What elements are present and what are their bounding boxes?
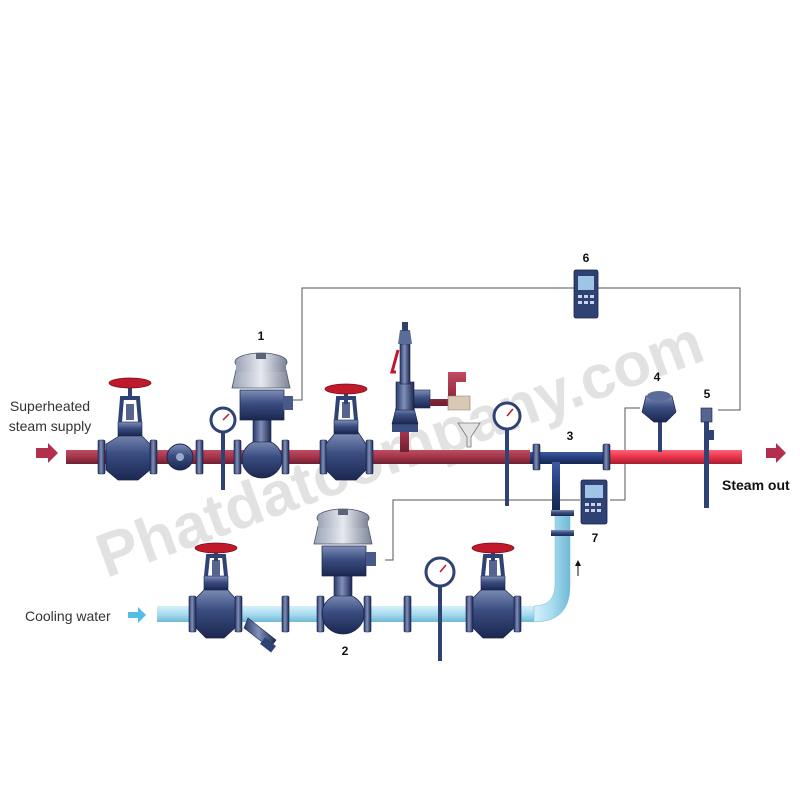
wire-controller-to-valve-2 [385, 499, 580, 561]
controller-7 [580, 479, 608, 525]
injector-stem [552, 462, 560, 510]
pressure-gauge-desuperheater [492, 401, 522, 506]
hot-steam-outlet-pipe [610, 450, 742, 464]
steam-line [66, 412, 742, 510]
globe-valve-water-inlet [194, 542, 238, 639]
y-strainer-cap [260, 637, 276, 653]
lift-lever [390, 349, 400, 374]
actuator [313, 525, 373, 545]
flange [365, 439, 374, 475]
globe-valve-water-outlet [471, 542, 515, 639]
water-riser-flange [551, 530, 574, 536]
flange [363, 595, 372, 633]
positioner [239, 389, 285, 421]
wire-controller-to-valve-1 [290, 287, 574, 401]
safety-relief-valve [390, 322, 481, 448]
callout-6: 6 [583, 251, 590, 265]
wire-controller-to-sensor-5 [598, 287, 741, 411]
handwheel [194, 542, 238, 554]
controller-6 [573, 269, 599, 319]
globe-valve-steam-inlet [105, 377, 152, 481]
flange [513, 595, 522, 633]
callout-3: 3 [567, 429, 574, 443]
flange [465, 595, 474, 633]
strainer-cap [176, 453, 184, 461]
control-valve-2 [313, 508, 376, 635]
control-valve-1 [231, 352, 293, 479]
steam-outlet-arrow-icon [766, 443, 786, 463]
discharge-pipe [430, 372, 466, 406]
handwheel [471, 542, 515, 554]
positioner [321, 545, 367, 577]
pressure-gauge-water [424, 556, 456, 661]
steam-supply-label-line1: Superheated [10, 398, 90, 414]
callout-1: 1 [258, 329, 265, 343]
upflow-arrow-icon [575, 560, 581, 576]
drip-pan [447, 395, 471, 411]
temperature-transmitter-4 [641, 391, 677, 452]
steam-inlet-arrow-icon [36, 443, 58, 463]
actuator [231, 369, 291, 389]
callout-7: 7 [592, 531, 599, 545]
globe-valve-steam-outlet [324, 383, 368, 481]
flange [602, 443, 611, 471]
desuperheater-section-3 [530, 452, 610, 464]
water-riser-pipe [533, 511, 571, 623]
flange [149, 439, 158, 475]
cooling-water-arrow-icon [128, 607, 146, 623]
callout-5: 5 [704, 387, 711, 401]
flange [403, 595, 412, 633]
drain-funnel [457, 422, 481, 448]
flange [233, 439, 242, 475]
water-riser-flange [551, 510, 574, 516]
flange [281, 439, 290, 475]
signal-wires [290, 287, 741, 561]
flange [532, 443, 541, 471]
flange [281, 595, 290, 633]
handwheel [108, 377, 152, 389]
callout-2: 2 [342, 644, 349, 658]
steam-supply-label-line2: steam supply [9, 418, 91, 434]
cooling-water-label: Cooling water [25, 608, 111, 624]
flange [97, 439, 106, 475]
callout-4: 4 [654, 370, 661, 384]
steam-out-label: Steam out [722, 477, 790, 493]
sensor-5 [700, 407, 714, 508]
flange [195, 439, 204, 475]
flange [234, 595, 243, 633]
handwheel [324, 383, 368, 395]
flange [188, 595, 197, 633]
pressure-gauge-steam [209, 406, 237, 490]
